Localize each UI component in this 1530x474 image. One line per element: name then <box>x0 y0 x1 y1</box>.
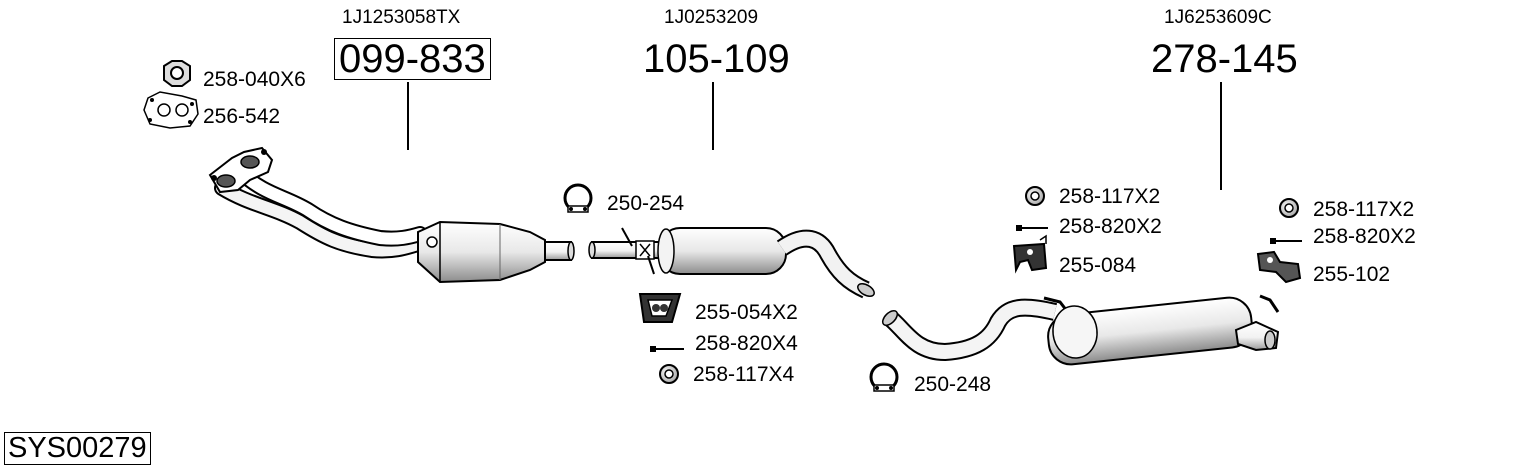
rubber-mount-icon <box>638 293 682 323</box>
ring-icon-258-117x2-b <box>1279 198 1299 218</box>
part-label-bolt-b[interactable]: 258-820X2 <box>1059 215 1162 238</box>
part-label-flange-gasket[interactable]: 256-542 <box>203 105 281 128</box>
diagram-code: SYS00279 <box>4 432 151 465</box>
bolt-icon-258-820x4 <box>650 346 684 352</box>
part-number-rear-muffler[interactable]: 278-145 <box>1151 37 1298 81</box>
middle-muffler <box>588 227 875 299</box>
rear-muffler <box>881 294 1280 366</box>
part-label-bolt-c[interactable]: 258-820X2 <box>1313 225 1416 248</box>
part-label-ring-a[interactable]: 258-117X4 <box>693 363 795 386</box>
bolt-icon-258-820x2-b <box>1270 238 1302 244</box>
bolt-icon-258-820x2-a <box>1016 225 1048 231</box>
part-label-rubber-mount[interactable]: 255-054X2 <box>695 301 798 324</box>
clamp-icon-250-248 <box>869 362 899 392</box>
nut-icon <box>163 60 191 87</box>
part-label-hanger[interactable]: 255-084 <box>1059 254 1137 277</box>
oem-number-front: 1J1253058TX <box>342 7 461 28</box>
part-label-ring-c[interactable]: 258-117X2 <box>1313 198 1415 221</box>
part-label-ring-b[interactable]: 258-117X2 <box>1059 185 1161 208</box>
ring-icon-258-117x2-a <box>1025 186 1045 206</box>
part-label-clamp-a[interactable]: 250-254 <box>607 192 685 215</box>
part-label-nut[interactable]: 258-040X6 <box>203 68 306 91</box>
hanger-icon <box>1012 234 1048 274</box>
part-label-bolt-a[interactable]: 258-820X4 <box>695 332 798 355</box>
part-number-front-pipe[interactable]: 099-833 <box>334 38 491 80</box>
ring-icon-258-117x4 <box>659 364 679 384</box>
oem-number-middle: 1J0253209 <box>664 7 759 28</box>
bracket-icon <box>1256 250 1302 284</box>
part-number-middle-muffler[interactable]: 105-109 <box>643 37 790 81</box>
clamp-icon-250-254 <box>563 183 593 213</box>
oem-number-rear: 1J6253609C <box>1164 7 1272 28</box>
front-pipe-catalytic-converter <box>208 146 575 284</box>
part-label-bracket[interactable]: 255-102 <box>1313 263 1391 286</box>
flange-gasket-icon <box>143 91 199 129</box>
part-label-clamp-b[interactable]: 250-248 <box>914 373 992 396</box>
